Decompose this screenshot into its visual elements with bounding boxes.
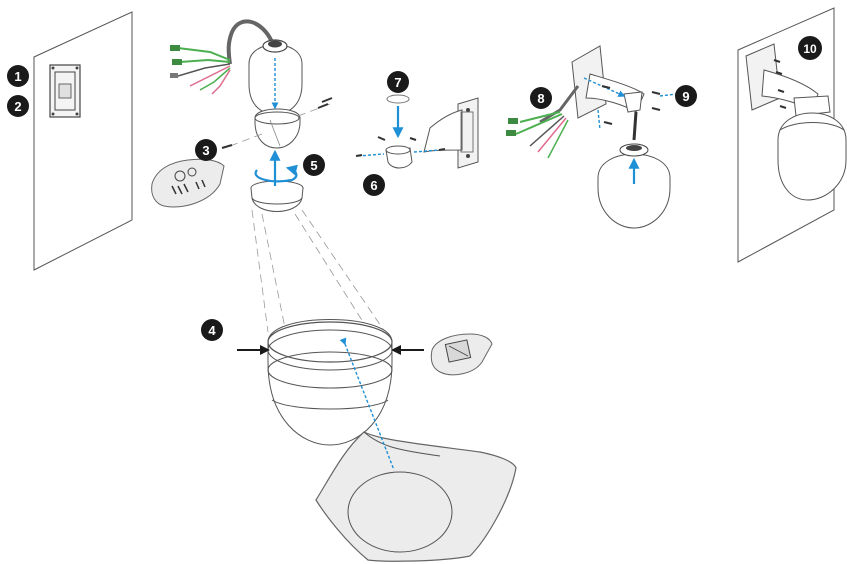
gasket-icon — [387, 95, 409, 136]
step-label-4: 4 — [208, 323, 216, 338]
camera-dome-icon — [249, 40, 302, 114]
step-label-2: 2 — [14, 99, 21, 114]
step-label-7: 7 — [394, 75, 401, 90]
step-badge-9: 9 — [675, 85, 697, 107]
bracket-with-camera-icon — [572, 46, 644, 140]
accessory-bag-icon — [152, 159, 224, 207]
step-label-9: 9 — [682, 89, 689, 104]
step-badge-2: 2 — [7, 95, 29, 117]
step-label-8: 8 — [537, 91, 544, 106]
projection-lines — [252, 210, 385, 333]
dome-cover-large-icon — [268, 320, 392, 446]
mounting-plate-icon — [50, 65, 80, 117]
step-badge-5: 5 — [303, 154, 325, 176]
step-badge-1: 1 — [7, 65, 29, 87]
step-label-10: 10 — [803, 42, 817, 56]
step-label-5: 5 — [310, 158, 317, 173]
step-badge-10: 10 — [798, 36, 822, 60]
camera-dome-right-icon — [598, 144, 670, 228]
dome-cover-small-icon — [251, 152, 303, 212]
step-label-1: 1 — [14, 69, 21, 84]
step-badge-8: 8 — [530, 87, 552, 109]
wall-panel-left — [34, 12, 132, 270]
step-label-6: 6 — [370, 178, 377, 193]
step-badge-6: 6 — [363, 174, 385, 196]
step-badge-7: 7 — [387, 71, 409, 93]
step-label-3: 3 — [202, 143, 209, 158]
desiccant-bag-icon — [431, 334, 492, 375]
step-badge-3: 3 — [195, 139, 217, 161]
step-badge-4: 4 — [201, 319, 223, 341]
wall-bracket-icon — [424, 98, 478, 168]
mounting-ring-icon — [230, 104, 330, 148]
